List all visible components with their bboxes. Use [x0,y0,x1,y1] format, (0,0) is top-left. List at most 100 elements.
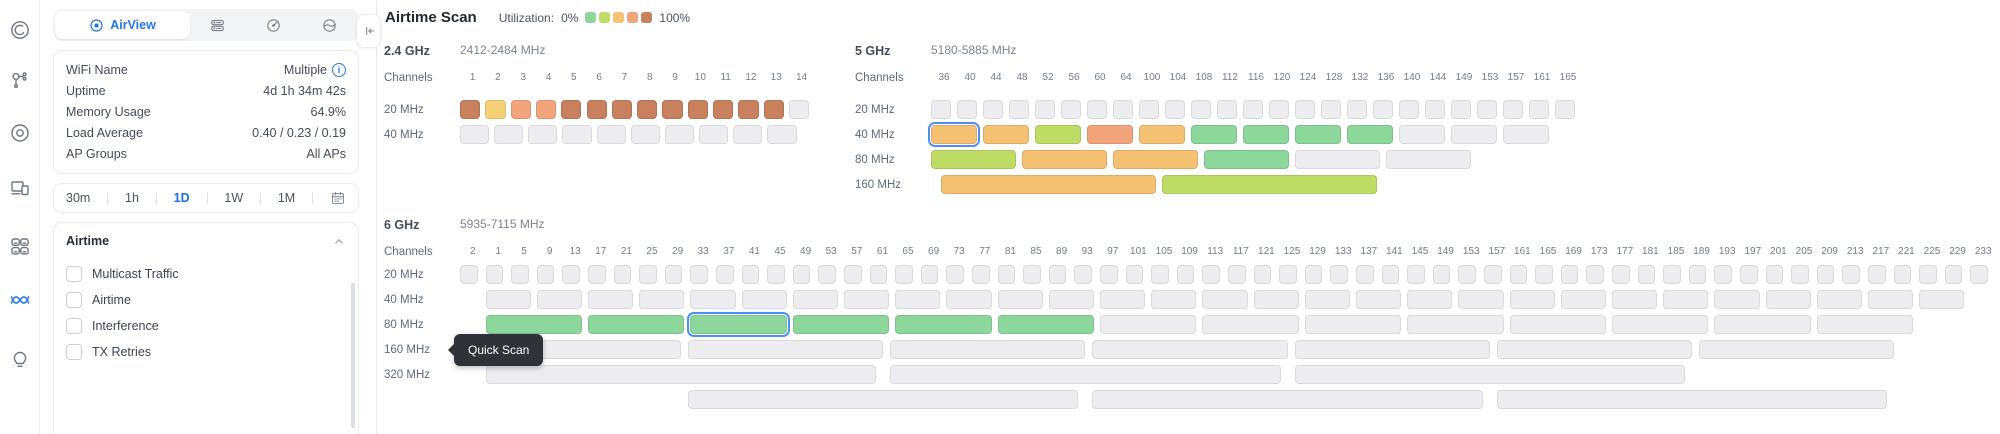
channel-block[interactable] [1714,315,1811,334]
channel-block[interactable] [1509,315,1606,334]
channel-block[interactable] [1139,100,1159,119]
channel-block[interactable] [1113,100,1133,119]
channel-block[interactable] [1663,290,1709,309]
channel-block[interactable] [1269,100,1289,119]
channel-block[interactable] [1560,290,1606,309]
channel-block[interactable] [1484,265,1502,284]
channel-block[interactable] [1151,265,1169,284]
channel-block[interactable] [1399,125,1445,144]
channel-block[interactable] [1714,265,1732,284]
checkbox[interactable] [66,266,82,282]
channel-block[interactable] [1509,290,1555,309]
stack-icon[interactable] [190,17,246,34]
channel-block[interactable] [1399,100,1419,119]
channel-block[interactable] [687,390,1079,409]
channel-block[interactable] [895,265,913,284]
channel-block[interactable] [485,365,877,384]
channel-block[interactable] [1295,150,1380,169]
record-icon[interactable] [9,122,31,144]
channel-block[interactable] [1304,265,1323,284]
channel-block[interactable] [1503,125,1549,144]
channel-block[interactable] [639,265,657,284]
channel-block[interactable] [1816,290,1862,309]
channel-block[interactable] [1688,265,1707,284]
channel-block[interactable] [738,100,759,119]
channel-block[interactable] [1330,265,1348,284]
channel-block[interactable] [687,100,708,119]
channel-block[interactable] [1295,100,1315,119]
channel-block[interactable] [1253,290,1299,309]
channel-block[interactable] [1139,125,1185,144]
channel-block[interactable] [741,265,760,284]
channel-block[interactable] [946,290,992,309]
channel-block[interactable] [1162,175,1378,194]
channel-block[interactable] [1092,390,1483,409]
channel-block[interactable] [1503,100,1523,119]
channel-block[interactable] [1451,100,1471,119]
channel-block[interactable] [1407,265,1425,284]
chevron-up-icon[interactable] [332,234,346,248]
time-range-1w[interactable]: 1W [224,191,244,205]
channel-block[interactable] [1100,315,1197,334]
channel-block[interactable] [983,125,1029,144]
checkbox[interactable] [66,344,82,360]
channel-block[interactable] [1586,265,1604,284]
bulb-icon[interactable] [9,349,31,371]
channel-block[interactable] [1048,290,1094,309]
channel-block[interactable] [611,100,633,119]
time-range-30m[interactable]: 30m [66,191,91,205]
channel-block[interactable] [890,365,1281,384]
channel-block[interactable] [596,125,626,144]
waves-icon[interactable] [9,289,31,311]
channel-block[interactable] [664,125,695,144]
channel-block[interactable] [713,100,734,119]
channel-block[interactable] [536,290,582,309]
channel-block[interactable] [1100,265,1118,284]
channel-block[interactable] [1035,100,1055,119]
channel-block[interactable] [1868,290,1914,309]
channel-block[interactable] [1113,150,1198,169]
channel-block[interactable] [1425,100,1445,119]
channel-block[interactable] [1477,100,1497,119]
channel-block[interactable] [1151,290,1197,309]
channel-block[interactable] [1243,125,1289,144]
channel-block[interactable] [763,100,784,119]
channel-block[interactable] [1509,265,1528,284]
channel-block[interactable] [1893,265,1912,284]
channel-block[interactable] [1191,125,1237,144]
channel-block[interactable] [997,290,1043,309]
time-range-1d[interactable]: 1D [173,191,190,205]
channel-block[interactable] [690,265,708,284]
channel-block[interactable] [1842,265,1860,284]
channel-block[interactable] [1535,265,1553,284]
channel-block[interactable] [1035,125,1081,144]
channel-block[interactable] [716,265,734,284]
channel-block[interactable] [561,100,582,119]
channel-block[interactable] [511,265,529,284]
channel-block[interactable] [1228,265,1246,284]
channel-block[interactable] [1373,100,1393,119]
channel-block[interactable] [997,265,1016,284]
channel-block[interactable] [1294,365,1686,384]
channel-block[interactable] [1381,265,1400,284]
channel-block[interactable] [1970,265,1988,284]
channel-block[interactable] [941,175,1157,194]
channel-block[interactable] [1295,125,1341,144]
channel-block[interactable] [972,265,990,284]
channel-block[interactable] [699,125,729,144]
calendar-icon[interactable] [330,190,346,206]
channel-block[interactable] [1100,290,1146,309]
channel-block[interactable] [686,311,791,338]
channel-block[interactable] [1714,290,1760,309]
channel-block[interactable] [1529,100,1549,119]
channel-block[interactable] [1165,100,1185,119]
tab-airview[interactable]: AirView [55,11,190,39]
channel-block[interactable] [1637,265,1656,284]
channel-block[interactable] [494,125,524,144]
channel-block[interactable] [662,100,683,119]
channel-block[interactable] [460,265,478,284]
channel-block[interactable] [1087,100,1107,119]
channel-block[interactable] [690,290,736,309]
channel-block[interactable] [588,315,685,334]
channel-block[interactable] [1407,315,1504,334]
